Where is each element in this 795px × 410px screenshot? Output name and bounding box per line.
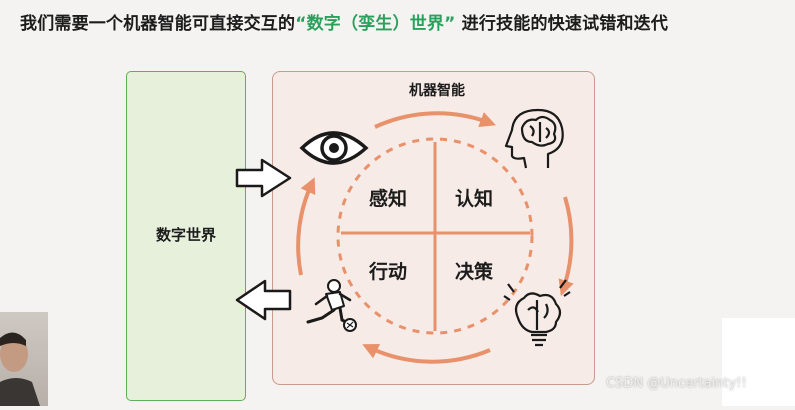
input-arrow-icon — [235, 158, 292, 198]
quadrant-perception: 感知 — [369, 188, 408, 210]
title-suffix: 进行技能的快速试错和迭代 — [455, 14, 669, 34]
quadrant-action: 行动 — [369, 261, 408, 283]
soccer-player-icon — [306, 279, 357, 332]
brain-head-icon — [504, 108, 564, 169]
digital-world-label: 数字世界 — [155, 226, 216, 244]
cycle-arrow-right — [558, 196, 574, 297]
cycle-arrow-top — [374, 111, 496, 129]
digital-world-panel: 数字世界 — [126, 71, 246, 401]
cycle-arrow-bottom — [362, 343, 491, 364]
dashed-circle — [336, 137, 534, 335]
slide-title: 我们需要一个机器智能可直接交互的“数字（孪生）世界” 进行技能的快速试错和迭代 — [20, 9, 668, 34]
qr-code-area — [722, 318, 795, 406]
output-arrow-icon — [235, 279, 292, 321]
machine-intelligence-label: 机器智能 — [409, 83, 465, 99]
eye-icon — [299, 131, 369, 165]
quadrant-cognition: 认知 — [455, 188, 494, 210]
presenter-webcam-thumbnail — [0, 312, 48, 406]
cycle-arrow-left — [296, 177, 316, 276]
title-highlight: “数字（孪生）世界” — [295, 14, 456, 34]
quadrant-decision: 决策 — [455, 261, 494, 283]
title-prefix: 我们需要一个机器智能可直接交互的 — [20, 14, 296, 34]
watermark: CSDN @Uncertainty!! — [606, 376, 747, 391]
lightbulb-brain-icon — [503, 279, 571, 347]
